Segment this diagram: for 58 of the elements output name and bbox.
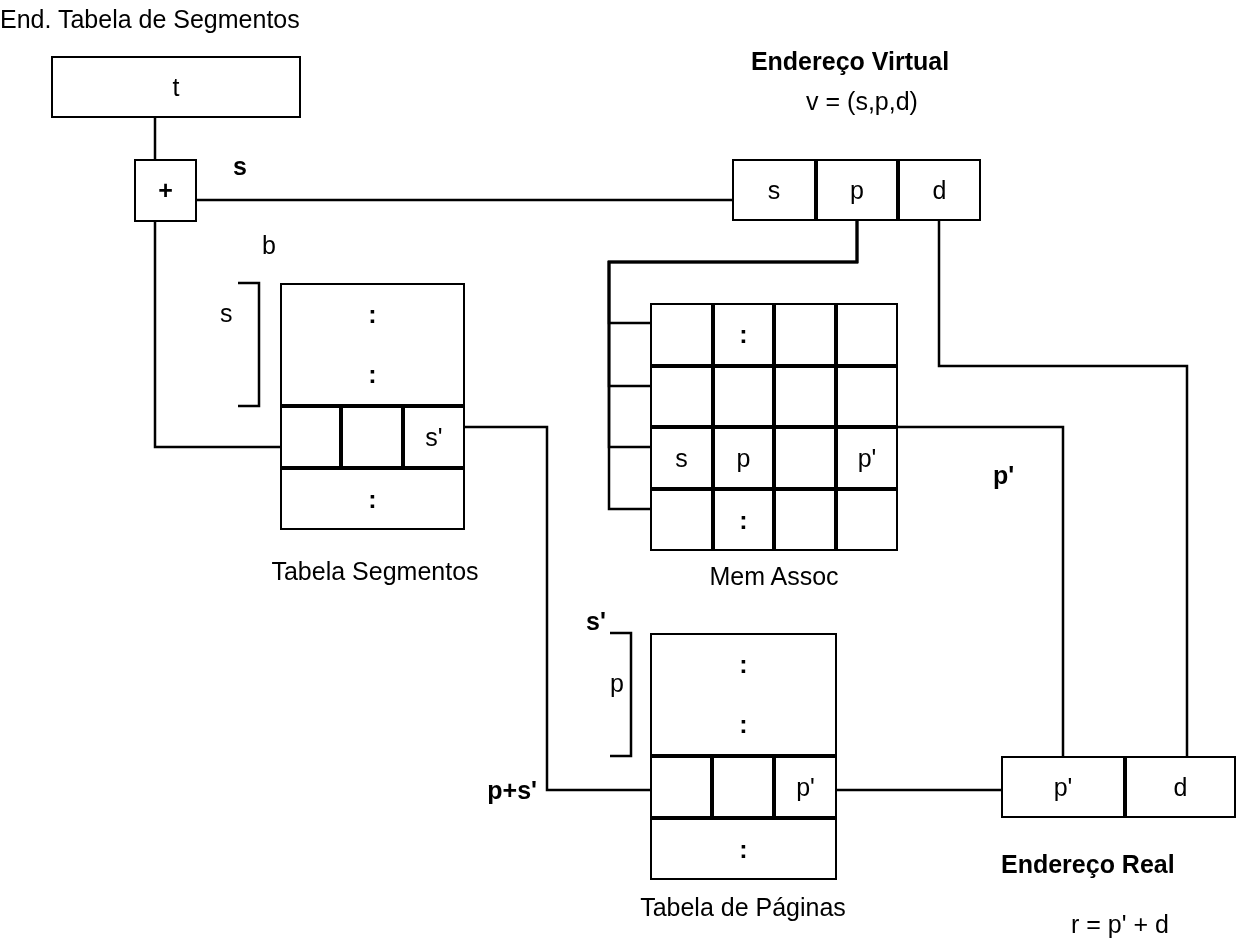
- cell-text: d: [932, 177, 947, 203]
- table-cell: [713, 303, 774, 366]
- table-cell: [774, 756, 837, 818]
- table-cell: [836, 366, 898, 427]
- table-cell: [650, 756, 712, 818]
- ellipsis-mark: :: [739, 836, 748, 862]
- ellipsis-mark: :: [368, 486, 377, 512]
- table-cell: [774, 303, 836, 366]
- table-cell: [650, 427, 713, 489]
- caption-text: Mem Assoc: [709, 563, 839, 591]
- table-cell: [650, 489, 713, 551]
- table-cell: [650, 303, 713, 366]
- table-cell: [774, 489, 836, 551]
- associative-memory-table: [650, 303, 898, 551]
- table-cell: [713, 366, 774, 427]
- table-cell: [650, 366, 713, 427]
- cell-text: s: [767, 177, 781, 203]
- cell-text: p: [850, 177, 864, 203]
- cell-text: p': [1053, 774, 1073, 800]
- ellipsis-mark: :: [368, 361, 377, 387]
- table-cell: [816, 159, 898, 221]
- table-cell: [713, 489, 774, 551]
- cell-text: p': [796, 774, 815, 800]
- cell-text: p: [736, 445, 751, 471]
- adder-box: [134, 159, 197, 222]
- caption-text: Tabela Segmentos: [271, 558, 479, 586]
- ellipsis-mark: :: [739, 322, 748, 347]
- table-cell: [836, 427, 898, 489]
- ellipsis-mark: :: [739, 507, 748, 533]
- variable-label: b: [262, 232, 276, 260]
- table-cell: [774, 427, 836, 489]
- variable-label: s': [586, 608, 606, 636]
- table-cell: [774, 366, 836, 427]
- ellipsis-mark: +: [158, 178, 173, 203]
- cell-text: t: [172, 74, 180, 100]
- table-cell: [341, 406, 403, 468]
- cell-text: s': [425, 424, 443, 450]
- variable-label: s: [220, 300, 233, 328]
- variable-label: p: [610, 670, 624, 698]
- caption-text: Endereço Real: [1001, 851, 1175, 879]
- table-cell: [836, 303, 898, 366]
- table-cell: [403, 406, 465, 468]
- table-cell: [713, 427, 774, 489]
- table-cell: [836, 489, 898, 551]
- ellipsis-mark: :: [368, 302, 377, 328]
- ellipsis-mark: :: [739, 652, 748, 678]
- cell-text: p': [857, 445, 877, 471]
- table-cell: [712, 756, 774, 818]
- address-register: [51, 56, 301, 118]
- formula-text: r = p' + d: [1071, 911, 1169, 939]
- caption-text: Tabela de Páginas: [640, 894, 846, 922]
- caption-text: End. Tabela de Segmentos: [0, 6, 300, 34]
- formula-text: v = (s,p,d): [806, 88, 918, 116]
- caption-text: Endereço Virtual: [750, 48, 950, 76]
- cell-text: s: [675, 445, 688, 471]
- ellipsis-mark: :: [739, 711, 748, 737]
- table-cell: [280, 406, 341, 468]
- cell-text: d: [1173, 774, 1188, 800]
